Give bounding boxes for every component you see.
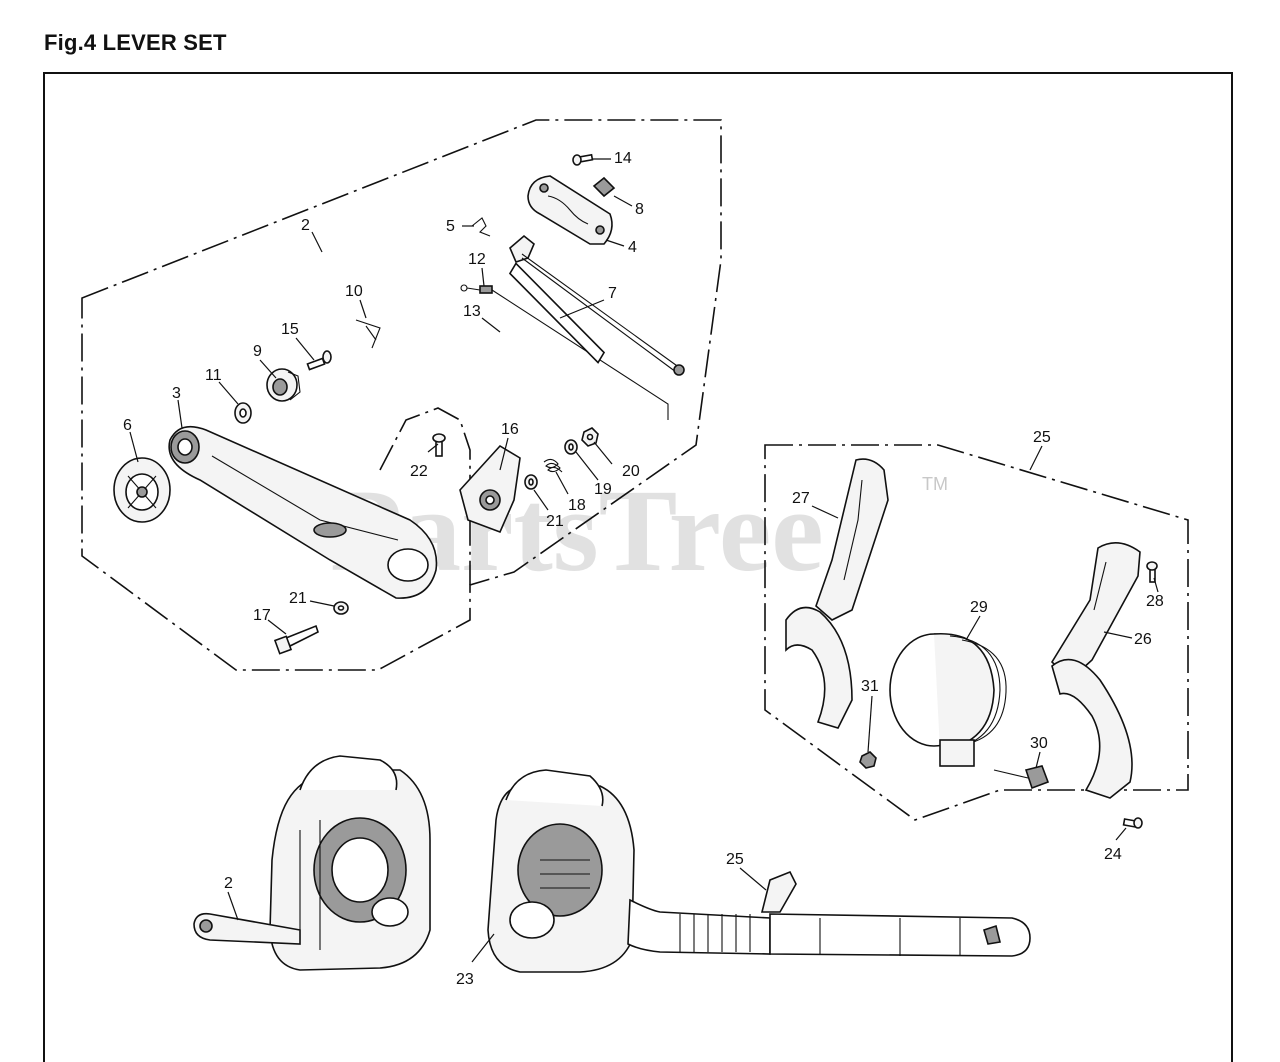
callout-28: 28 [1146,593,1164,610]
callout-21-lower: 21 [289,590,307,607]
part-13-cable-tube [491,262,669,420]
callout-8: 8 [635,201,644,218]
blower-unit-right [487,769,1031,973]
callout-14: 14 [614,150,632,167]
diagram-frame [43,72,1233,1062]
watermark-trademark: TM [922,474,948,494]
callout-26: 26 [1134,631,1152,648]
part-10-spring-clip [355,319,381,349]
callout-25-blower: 25 [726,851,744,868]
part-3-lever-arm [168,425,438,599]
callout-23: 23 [456,971,474,988]
part-7-rod [509,234,685,376]
part-21-washer-lower [333,601,349,615]
callout-9: 9 [253,343,262,360]
part-8-square-nut [592,176,616,198]
part-20-nut [581,427,599,447]
part-12-cable-end [460,284,493,294]
callout-4: 4 [628,239,637,256]
callout-6: 6 [123,417,132,434]
callout-16: 16 [501,421,519,438]
bracket-subgroup-outline [379,407,471,585]
callout-2: 2 [301,217,310,234]
part-18-spring [543,458,563,473]
part-22-screw [432,433,446,457]
part-5-clip [471,217,491,237]
part-19-washer [564,439,578,455]
part-26-handle-half [1050,542,1141,799]
callout-25-handle-group: 25 [1033,429,1051,446]
callout-19: 19 [594,481,612,498]
part-11-washer [234,402,252,424]
callout-3: 3 [172,385,181,402]
part-17-bolt [273,624,319,655]
callout-30: 30 [1030,735,1048,752]
part-31-nut [859,751,877,769]
part-4-cover [527,175,613,245]
callout-20: 20 [622,463,640,480]
leader-lines [129,158,1159,963]
callout-5: 5 [446,218,455,235]
part-29-ring-clamp [889,633,1007,767]
callout-2-blower: 2 [224,875,233,892]
figure-title: Fig.4 LEVER SET [44,30,227,55]
callout-24: 24 [1104,846,1122,863]
part-21-washer-upper [524,474,538,490]
callout-17: 17 [253,607,271,624]
part-14-screw [572,153,594,166]
callout-15: 15 [281,321,299,338]
part-28-screw [1146,561,1158,583]
callout-10: 10 [345,283,363,300]
callout-7: 7 [608,285,617,302]
part-27-handle-half [785,458,889,729]
part-16-bracket [459,444,521,534]
blower-unit-left [193,755,431,971]
callout-11: 11 [205,367,222,384]
callout-18: 18 [568,497,586,514]
part-24-pin [1122,817,1143,829]
part-15-pin [306,350,332,371]
callout-labels: 2 14 8 5 4 12 7 10 13 15 9 11 3 6 16 22 … [123,150,1164,988]
callout-31: 31 [861,678,879,695]
part-6-throttle-knob [113,457,171,523]
callout-12: 12 [468,251,486,268]
callout-27: 27 [792,490,810,507]
callout-13: 13 [463,303,481,320]
callout-21-upper: 21 [546,513,564,530]
callout-22: 22 [410,463,428,480]
callout-29: 29 [970,599,988,616]
part-30-knob-bolt [993,765,1050,790]
